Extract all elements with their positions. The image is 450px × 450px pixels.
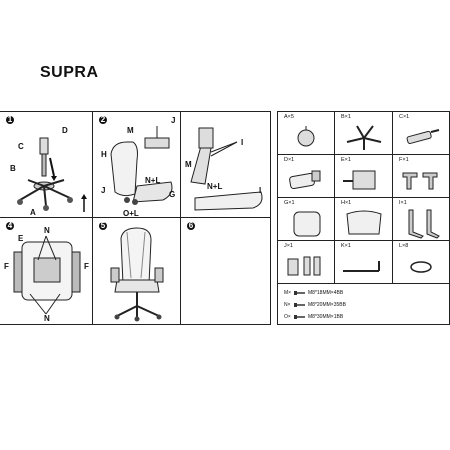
part-label: I×1 — [399, 200, 407, 206]
part-label: O+L — [123, 209, 139, 218]
assembly-steps-grid: 1 C D B A 2 — [0, 111, 271, 325]
cylinder-cover-icon — [289, 170, 321, 190]
step-number: 4 — [6, 221, 14, 230]
seat-underside-illustration — [13, 235, 81, 315]
armrest-pair-icon — [402, 172, 438, 190]
chair-base-illustration — [17, 137, 87, 212]
part-label: F — [4, 262, 9, 271]
part-label: M — [185, 160, 192, 169]
part-g-cell: G×1 — [278, 198, 335, 241]
allen-key-icon — [343, 261, 380, 272]
part-label: E — [18, 234, 24, 243]
part-label: N — [44, 226, 50, 235]
screw-m-icon — [294, 291, 305, 295]
screw-label: M× — [284, 290, 292, 296]
part-d-cell: D×1 — [278, 155, 335, 198]
screw-m-row: M× M8*18MM×4BB — [284, 288, 444, 298]
screw-label: N× — [284, 302, 291, 308]
part-label: F×1 — [399, 157, 409, 163]
part-label: C — [18, 142, 24, 151]
part-label: B — [10, 164, 16, 173]
step-6-panel: 6 — [181, 218, 271, 325]
part-label: J — [171, 116, 176, 125]
part-label: H — [101, 150, 107, 159]
part-label: H×1 — [341, 200, 352, 206]
part-b-cell: B×1 — [335, 112, 393, 155]
finished-chair-illustration — [110, 227, 164, 322]
step-5-panel: 5 — [93, 218, 181, 325]
screw-label: O× — [284, 314, 291, 320]
part-label: G×1 — [284, 200, 295, 206]
seat-cushion-icon — [293, 211, 321, 237]
step-number: 1 — [6, 115, 14, 124]
mechanism-plate-icon — [343, 170, 376, 190]
star-base-icon — [346, 125, 382, 150]
screws-cell: M× M8*18MM×4BB N× M8*20MM×35BB O× M8*30M… — [278, 284, 449, 324]
part-label: N+L — [145, 176, 161, 185]
part-label: C×1 — [399, 114, 410, 120]
part-label: J — [101, 186, 106, 195]
screw-o-row: O× M8*30MM×1BB — [284, 312, 444, 322]
step-number: 2 — [99, 115, 107, 124]
part-label: E×1 — [341, 157, 351, 163]
product-title: SUPRA — [40, 64, 99, 81]
part-label: A — [30, 208, 36, 217]
part-label: N+L — [207, 182, 223, 191]
screw-n-icon — [294, 303, 305, 307]
part-label: I — [259, 186, 262, 195]
step-3-panel: I M N+L I — [181, 112, 271, 218]
step-4-panel: 4 E N F F N — [0, 218, 93, 325]
part-label: F — [84, 262, 89, 271]
part-label: L×8 — [399, 243, 409, 249]
step-2-panel: 2 M J H J N+L G O+L — [93, 112, 181, 218]
part-label: J×1 — [284, 243, 294, 249]
part-label: N — [44, 314, 50, 323]
side-bracket-icon — [408, 209, 440, 239]
screw-spec: M8*18MM×4BB — [308, 290, 344, 296]
screw-spec: M8*20MM×35BB — [308, 302, 346, 308]
part-label: G — [169, 190, 176, 199]
part-l-cell: L×8 — [393, 241, 449, 284]
step-number: 5 — [99, 221, 107, 230]
washer-icon — [410, 261, 432, 273]
part-a-cell: A×5 — [278, 112, 335, 155]
part-label: D×1 — [284, 157, 295, 163]
part-label: D — [62, 126, 68, 135]
hinge-covers-icon — [287, 256, 321, 276]
parts-list-grid: A×5 B×1 C×1 D×1 E×1 F×1 G×1 H×1 I×1 J×1 … — [277, 111, 450, 325]
seat-backrest-illustration — [110, 126, 173, 205]
part-j-cell: J×1 — [278, 241, 335, 284]
part-i-cell: I×1 — [393, 198, 449, 241]
part-label: B×1 — [341, 114, 351, 120]
step-1-panel: 1 C D B A — [0, 112, 93, 218]
screw-o-icon — [294, 315, 305, 319]
part-label: A×5 — [284, 114, 294, 120]
step-number: 6 — [187, 221, 195, 230]
backrest-icon — [346, 210, 382, 235]
part-h-cell: H×1 — [335, 198, 393, 241]
screw-n-row: N× M8*20MM×35BB — [284, 300, 444, 310]
gas-cylinder-icon — [406, 129, 440, 145]
part-label: I — [241, 138, 244, 147]
part-label: K×1 — [341, 243, 351, 249]
part-label: M — [127, 126, 134, 135]
part-e-cell: E×1 — [335, 155, 393, 198]
part-f-cell: F×1 — [393, 155, 449, 198]
armrest-attach-illustration — [190, 127, 263, 211]
screw-spec: M8*30MM×1BB — [308, 314, 344, 320]
caster-wheel-icon — [297, 126, 315, 147]
part-c-cell: C×1 — [393, 112, 449, 155]
part-k-cell: K×1 — [335, 241, 393, 284]
